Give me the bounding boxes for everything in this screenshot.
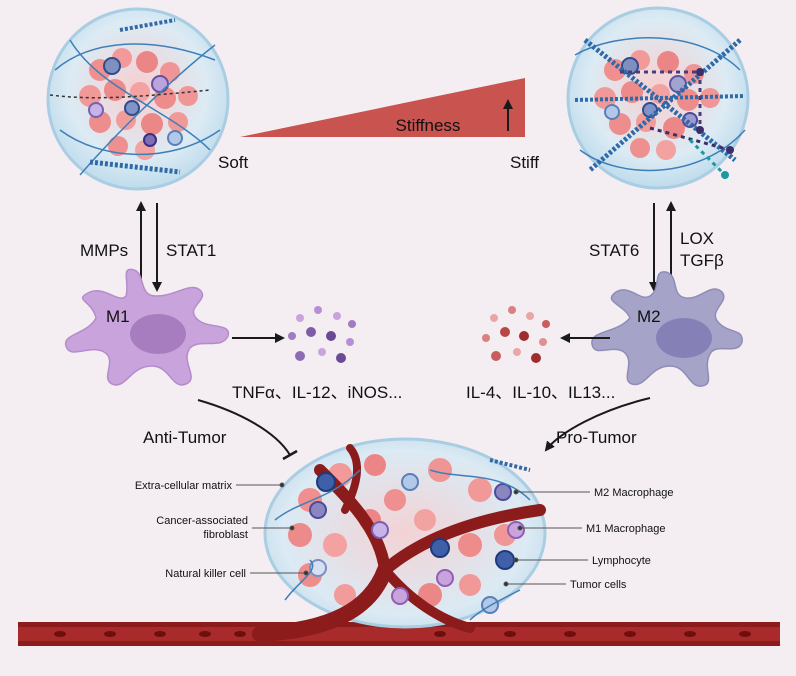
m1-cytokine-dots xyxy=(288,306,356,363)
caf-legend-label-line1: Cancer-associated xyxy=(156,515,248,527)
mmps-label: MMPs xyxy=(80,241,128,260)
inhibition-bar xyxy=(282,449,298,461)
lymphocyte-legend-label: Lymphocyte xyxy=(592,555,651,567)
stiffness-label: Stiffness xyxy=(396,116,461,135)
pro-tumor-arrow xyxy=(544,397,651,452)
stiff-spheroid xyxy=(566,6,750,190)
m2-macrophage-legend-label: M2 Macrophage xyxy=(594,487,674,499)
m1-macrophage-legend-label: M1 Macrophage xyxy=(586,523,666,535)
legend-leaders xyxy=(236,482,590,587)
ecm-legend-label: Extra-cellular matrix xyxy=(135,480,233,492)
m1-cytokines-label: TNFα、IL-12、iNOS... xyxy=(232,383,402,402)
blood-vessel xyxy=(18,622,780,646)
stiff-label: Stiff xyxy=(510,153,539,172)
soft-label: Soft xyxy=(218,153,249,172)
m2-label: M2 xyxy=(637,307,661,326)
m2-macrophage-cell: M2 xyxy=(591,271,743,387)
tme-immune-cells xyxy=(309,472,525,614)
m1-label: M1 xyxy=(106,307,130,326)
soft-immune-cells xyxy=(88,57,183,147)
tumor-microenvironment xyxy=(252,437,547,642)
lox-label: LOX xyxy=(680,229,714,248)
caf-legend-label-line2: fibroblast xyxy=(203,529,248,541)
pro-tumor-label: Pro-Tumor xyxy=(556,428,637,447)
tme-ecm-fibers xyxy=(274,458,531,621)
soft-ecm-fibers xyxy=(49,18,221,176)
stat6-label: STAT6 xyxy=(589,241,639,260)
stiff-crosslinked-fibers xyxy=(574,37,746,179)
anti-tumor-inhibition-line xyxy=(197,399,291,456)
stat1-label: STAT1 xyxy=(166,241,216,260)
stiffness-gradient: Stiffness xyxy=(240,78,525,137)
soft-tumor-cells xyxy=(79,48,198,160)
tme-vessel-branches xyxy=(252,444,546,642)
m1-macrophage-cell: M1 xyxy=(65,268,229,386)
m2-cytokine-dots xyxy=(482,306,550,363)
tgfb-label: TGFβ xyxy=(680,251,724,270)
anti-tumor-label: Anti-Tumor xyxy=(143,428,227,447)
tumor-cells-legend-label: Tumor cells xyxy=(570,579,627,591)
nk-legend-label: Natural killer cell xyxy=(165,568,246,580)
m2-cytokines-label: IL-4、IL-10、IL13... xyxy=(466,383,615,402)
soft-spheroid xyxy=(46,7,230,191)
